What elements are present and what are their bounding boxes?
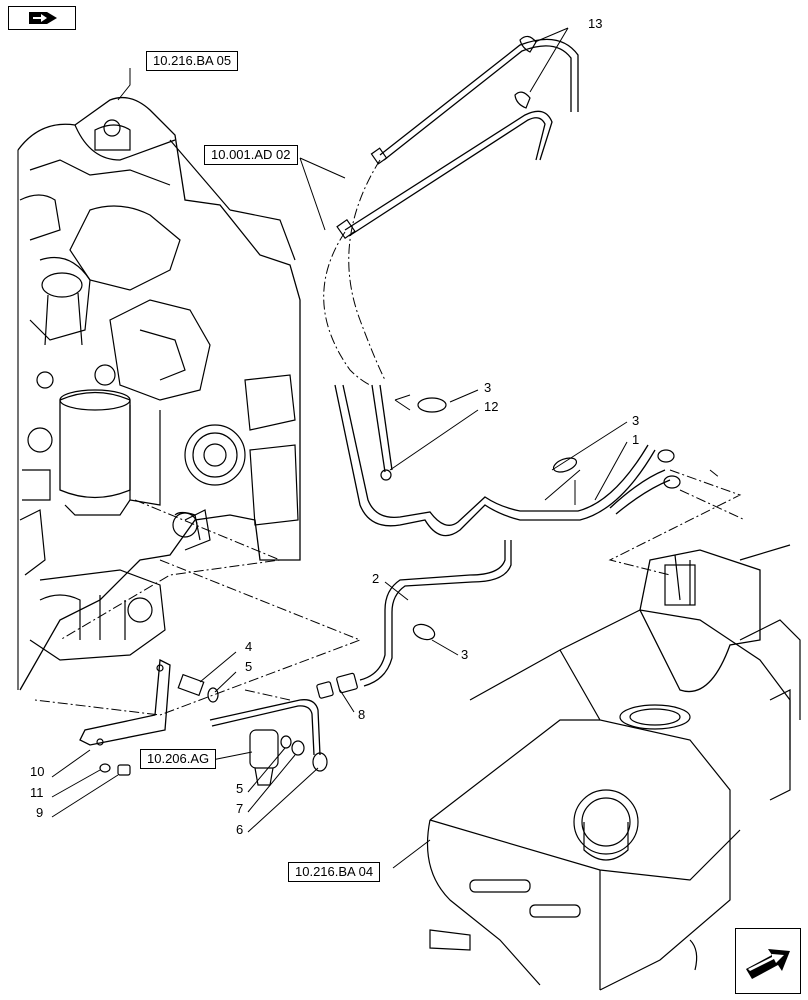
callout-10: 10: [30, 764, 45, 779]
callout-4: 4: [245, 639, 253, 654]
book-arrow-glyph: [29, 12, 57, 24]
ref-box-engine[interactable]: 10.216.BA 05: [146, 51, 239, 71]
engine-assembly: [17, 96, 301, 691]
callout-leaders: [51, 389, 628, 833]
callout-2: 2: [372, 571, 380, 586]
callout-11: 11: [30, 785, 44, 800]
next-page-arrow-icon[interactable]: [735, 928, 801, 994]
ref-box-fuel-line[interactable]: 10.001.AD 02: [204, 145, 298, 165]
callout-6: 6: [236, 822, 244, 837]
callout-13: 13: [588, 16, 603, 31]
callout-12: 12: [484, 399, 499, 414]
book-arrow-icon[interactable]: [8, 6, 76, 30]
filter-parts: [79, 658, 328, 786]
ref-box-filter[interactable]: 10.206.AG: [140, 749, 217, 769]
fuel-tank: [426, 544, 801, 991]
callout-9: 9: [36, 805, 44, 820]
ref-box-tank[interactable]: 10.216.BA 04: [288, 862, 381, 882]
callout-7: 7: [236, 801, 244, 816]
callout-1: 1: [632, 432, 640, 447]
callout-5-lower: 5: [236, 781, 244, 796]
next-page-arrow-glyph: [746, 949, 790, 979]
hose-loop: [316, 384, 681, 699]
callout-5-upper: 5: [245, 659, 253, 674]
callout-3-upper: 3: [484, 380, 492, 395]
callout-8: 8: [358, 707, 366, 722]
callout-3-lower: 3: [461, 647, 469, 662]
routing-lines: [34, 159, 746, 716]
upper-hoses: [336, 27, 579, 240]
callout-3-right: 3: [632, 413, 640, 428]
